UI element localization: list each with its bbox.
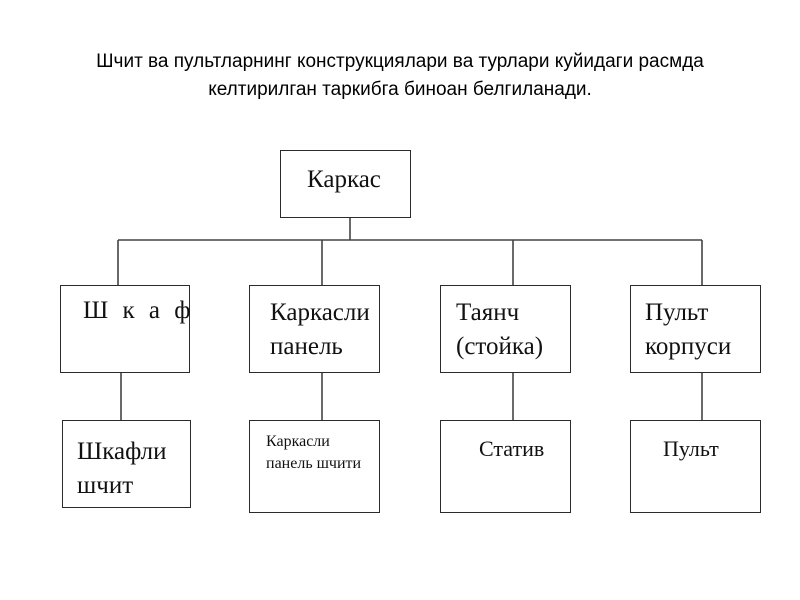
node-shkaf: Ш к а ф [60, 285, 190, 373]
node-karkas: Каркас [280, 150, 411, 218]
node-karkasli-panel-line1: Каркасли [270, 299, 370, 326]
node-shkaf-label: Ш к а ф [83, 297, 195, 324]
node-shkafli-shchit: Шкафли шчит [62, 420, 191, 508]
node-karkasli-panel-shchiti-line2: панель шчити [266, 455, 362, 472]
node-pult-korpusi-line2: корпуси [645, 333, 732, 360]
node-stativ: Статив [440, 420, 571, 513]
node-karkasli-panel-shchiti-line1: Каркасли [266, 433, 330, 450]
node-karkasli-panel-shchiti: Каркасли панель шчити [249, 420, 380, 513]
node-pult-korpusi: Пульт корпуси [630, 285, 761, 373]
node-tayanch-line1: Таянч [456, 299, 520, 326]
node-tayanch-line2: (стойка) [456, 333, 544, 360]
node-karkasli-panel: Каркасли панель [249, 285, 380, 373]
node-shkafli-shchit-line2: шчит [77, 472, 134, 499]
node-pult-korpusi-line1: Пульт [645, 299, 709, 326]
node-karkas-label: Каркас [307, 166, 381, 193]
node-stativ-label: Статив [479, 436, 545, 461]
node-karkasli-panel-line2: панель [270, 333, 343, 360]
node-pult: Пульт [630, 420, 761, 513]
node-shkafli-shchit-line1: Шкафли [77, 438, 167, 465]
node-tayanch: Таянч (стойка) [440, 285, 571, 373]
heading-line-1: Шчит ва пультларнинг конструкциялари ва … [96, 51, 704, 72]
node-pult-label: Пульт [663, 436, 719, 461]
heading-line-2: келтирилган таркибга биноан белгиланади. [208, 79, 592, 100]
